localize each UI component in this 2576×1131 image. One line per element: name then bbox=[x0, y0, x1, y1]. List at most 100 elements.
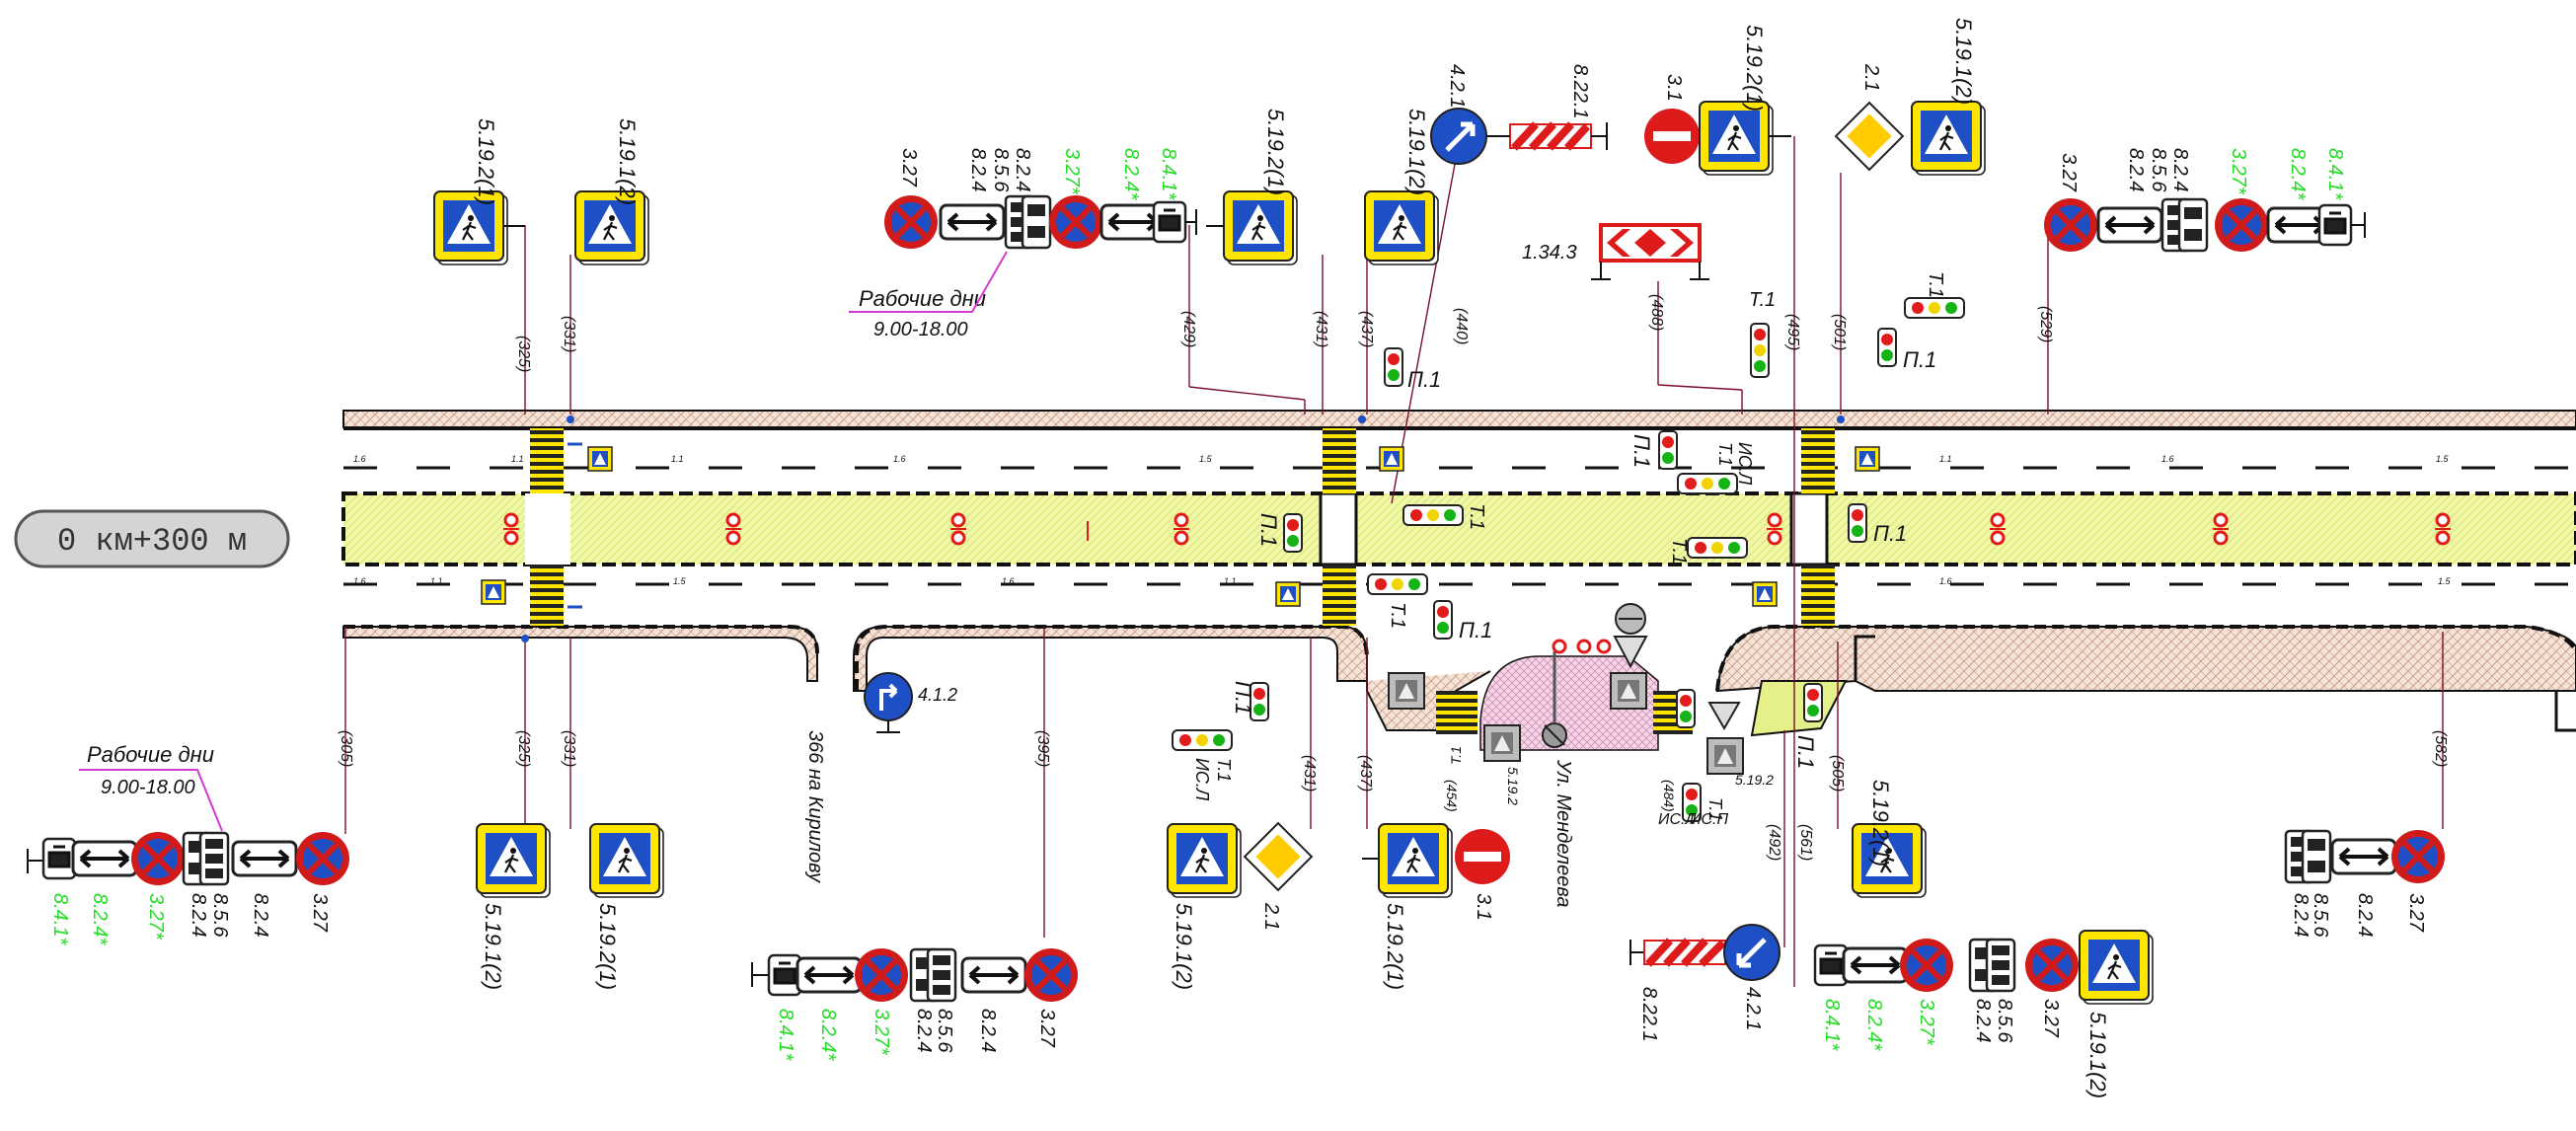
traffic-light-icon bbox=[1904, 297, 1965, 319]
street-label: Ул. Менделеева bbox=[1553, 759, 1574, 907]
sign-code: 3.27 bbox=[898, 148, 920, 188]
pedestrian-crossing-sign-icon bbox=[1379, 824, 1452, 897]
sign-code: 4.1.2 bbox=[918, 685, 957, 705]
sign-code: 8.5.6 bbox=[1994, 999, 2015, 1043]
sign-code: 3.1 bbox=[1663, 74, 1685, 102]
sign-code: 8.2.4* bbox=[1120, 148, 1142, 200]
chainage: (440) bbox=[1453, 308, 1470, 344]
vehicle-plate-icon bbox=[41, 837, 77, 880]
chainage: (325) bbox=[515, 730, 532, 767]
priority-road-sign-icon bbox=[1244, 822, 1313, 891]
no-entry-sign-icon bbox=[1644, 109, 1700, 164]
workdays-label: Рабочие дни bbox=[859, 286, 986, 311]
sign-code: 3.27* bbox=[1916, 999, 1937, 1046]
chainage: (484) bbox=[1661, 780, 1677, 812]
pedestrian-crossing-sign-icon bbox=[477, 824, 550, 897]
turn-label: 366 на Кирилову bbox=[804, 730, 826, 883]
vehicle-plate-icon bbox=[2317, 203, 2353, 247]
light-label: Т.1 bbox=[1668, 538, 1690, 565]
marking-label: 1.1 bbox=[1224, 576, 1237, 586]
light-label: П.1 bbox=[1903, 347, 1936, 372]
sign-code: 3.27 bbox=[1036, 1009, 1058, 1048]
sign-code: 8.2.4 bbox=[1972, 999, 1994, 1042]
sign-code: 8.2.4 bbox=[250, 893, 271, 937]
traffic-light-icon bbox=[1750, 323, 1770, 378]
sign-code: 2.1 bbox=[1860, 63, 1882, 92]
sign-code: 4.2.1 bbox=[1742, 987, 1764, 1030]
pedestrian-crossing-sign-icon bbox=[1700, 102, 1773, 175]
sign-code: 3.1 bbox=[1473, 893, 1494, 921]
tow-truck-plate-icon bbox=[1021, 194, 1052, 250]
no-stopping-sign-icon bbox=[296, 832, 349, 885]
no-stopping-sign-icon bbox=[855, 948, 908, 1002]
sign-code: 8.2.4 bbox=[188, 893, 209, 937]
chainage: (325) bbox=[515, 336, 532, 372]
sign-code: 8.5.6 bbox=[934, 1009, 955, 1053]
pedestrian-crossing-sign-icon bbox=[1224, 191, 1297, 264]
sign-code: 3.27 bbox=[2405, 893, 2427, 933]
marking-label: 1.6 bbox=[2161, 454, 2174, 464]
pedestrian-light-icon bbox=[1676, 689, 1696, 728]
light-label: ИС.Л bbox=[1192, 758, 1212, 801]
pedestrian-light-icon bbox=[1384, 347, 1403, 387]
light-label: П.1 bbox=[1231, 681, 1255, 715]
chainage: (488) bbox=[1648, 294, 1665, 331]
distance-arrow-plate-icon bbox=[939, 203, 1006, 241]
sign-group-top-parking: 3.27 8.2.4 8.5.6 8.2.4 3.27* 8.2.4* 8.4.… bbox=[849, 148, 1197, 340]
pedestrian-crossing-sign-icon bbox=[590, 824, 663, 897]
direction-chevron-sign-icon bbox=[1599, 223, 1702, 263]
sign-code: 8.2.4* bbox=[817, 1009, 839, 1061]
sign-code: 8.2.4 bbox=[2354, 893, 2376, 937]
sign-code: 8.5.6 bbox=[209, 893, 231, 938]
pedestrian-crossing-sign-icon bbox=[1912, 102, 1985, 175]
marking-label: 1.1 bbox=[430, 576, 443, 586]
traffic-lights: П.1 Т.1 Т.1 П.1 П.1 Т.1 Т.1 П.1 П.1 ИС.Л… bbox=[1172, 271, 1965, 828]
traffic-light-icon bbox=[1677, 473, 1738, 494]
chainage: Т.1 bbox=[1448, 746, 1464, 765]
distance-arrow-plate-icon bbox=[2096, 206, 2163, 244]
hours-label: 9.00-18.00 bbox=[101, 777, 195, 798]
marking-label: 1.5 bbox=[1199, 454, 1213, 464]
light-label: П.1 bbox=[1873, 521, 1907, 546]
chainage: (454) bbox=[1444, 780, 1460, 812]
light-label: Т.1 bbox=[1387, 602, 1408, 629]
no-stopping-sign-icon bbox=[2044, 198, 2097, 252]
sign-code: 8.2.4* bbox=[89, 893, 111, 945]
sign-code: 3.27* bbox=[1061, 148, 1083, 195]
pedestrian-light-icon bbox=[1877, 328, 1897, 367]
sign-412: 4.1.2 366 на Кирилову bbox=[804, 672, 957, 883]
marking-label: 1.6 bbox=[353, 454, 366, 464]
sign-code: 8.2.4* bbox=[2287, 148, 2309, 200]
sign-group-bottom-center: 5.19.1(2) 2.1 5.19.2(1) 3.1 Ул. Менделее… bbox=[1168, 759, 1574, 990]
sign-code: 2.1 bbox=[1260, 902, 1282, 931]
no-stopping-sign-icon bbox=[884, 195, 938, 249]
chainage: (495) bbox=[1784, 314, 1801, 350]
no-stopping-sign-icon bbox=[1024, 948, 1078, 1002]
sign-code: 8.4.1* bbox=[1158, 148, 1179, 200]
no-entry-sign-icon bbox=[1455, 829, 1510, 884]
pedestrian-light-icon bbox=[1433, 600, 1453, 640]
chainage: (437) bbox=[1357, 755, 1374, 792]
hours-label: 9.00-18.00 bbox=[873, 319, 968, 340]
no-stopping-sign-icon bbox=[2215, 198, 2268, 252]
chainage: (501) bbox=[1831, 314, 1848, 350]
tow-truck-plate-icon bbox=[1985, 938, 2016, 993]
sign-code: 8.4.1* bbox=[1821, 999, 1843, 1051]
sign-code: 8.2.4 bbox=[1012, 148, 1033, 191]
light-label: Т.1 bbox=[1715, 442, 1735, 466]
road-edge-signs bbox=[481, 415, 1880, 642]
chainage: (529) bbox=[2037, 306, 2054, 342]
distance-arrow-plate-icon bbox=[960, 956, 1027, 994]
sign-code: 8.2.4 bbox=[2290, 893, 2311, 937]
marking-label: 1.1 bbox=[511, 454, 524, 464]
vehicle-plate-icon bbox=[1813, 943, 1849, 987]
pedestrian-light-icon bbox=[1283, 513, 1303, 553]
light-label: П.1 bbox=[1793, 735, 1818, 769]
sign-code: 5.19.1(2) bbox=[1951, 18, 1976, 105]
sign-code: 5.19.2(1) bbox=[1742, 25, 1767, 112]
marking-label: 1.1 bbox=[1939, 454, 1952, 464]
distance-arrow-plate-icon bbox=[796, 956, 863, 994]
marking-label: 1.5 bbox=[673, 576, 687, 586]
marking-label: 1.6 bbox=[893, 454, 906, 464]
